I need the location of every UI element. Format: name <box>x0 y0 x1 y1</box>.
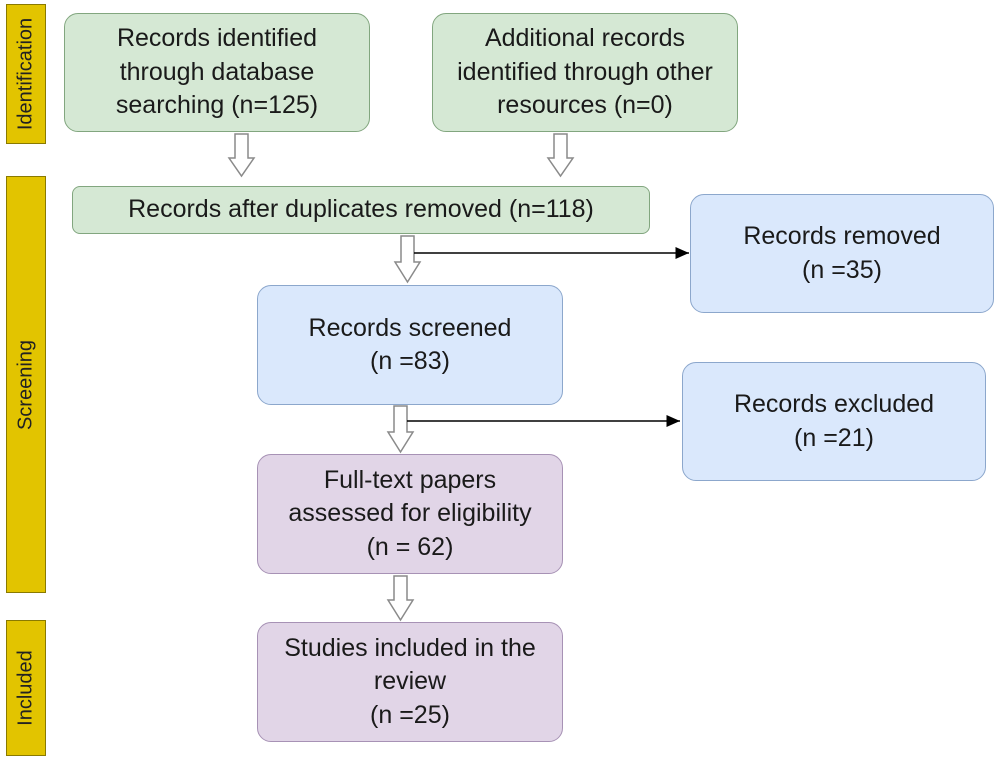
box-full-text-assessed-text: Full-text papers assessed for eligibilit… <box>288 465 532 561</box>
box-other-sources: Additional records identified through ot… <box>432 13 738 132</box>
box-other-sources-text: Additional records identified through ot… <box>457 24 713 120</box>
phase-label-screening: Screening <box>6 176 46 593</box>
down-arrow-screened-to-fulltext <box>386 405 415 454</box>
down-arrow-dedup-to-screened <box>393 235 422 284</box>
box-records-screened: Records screened (n =83) <box>257 285 563 405</box>
box-database-search: Records identified through database sear… <box>64 13 370 132</box>
box-database-search-text: Records identified through database sear… <box>115 24 319 120</box>
box-after-duplicates: Records after duplicates removed (n=118) <box>72 186 650 234</box>
down-arrow-other-to-dedup <box>546 133 575 178</box>
box-records-screened-text: Records screened (n =83) <box>308 313 512 376</box>
down-arrow-db-to-dedup <box>227 133 256 178</box>
box-full-text-assessed: Full-text papers assessed for eligibilit… <box>257 454 563 574</box>
box-studies-included: Studies included in the review (n =25) <box>257 622 563 742</box>
box-after-duplicates-text: Records after duplicates removed (n=118) <box>128 195 594 224</box>
phase-label-included: Included <box>6 620 46 756</box>
phase-label-identification: Identification <box>6 4 46 144</box>
box-records-excluded: Records excluded (n =21) <box>682 362 986 481</box>
box-records-removed-text: Records removed (n =35) <box>743 222 941 284</box>
down-arrow-fulltext-to-included <box>386 575 415 622</box>
box-studies-included-text: Studies included in the review (n =25) <box>284 633 536 729</box>
box-records-removed: Records removed (n =35) <box>690 194 994 313</box>
box-records-excluded-text: Records excluded (n =21) <box>733 390 935 452</box>
